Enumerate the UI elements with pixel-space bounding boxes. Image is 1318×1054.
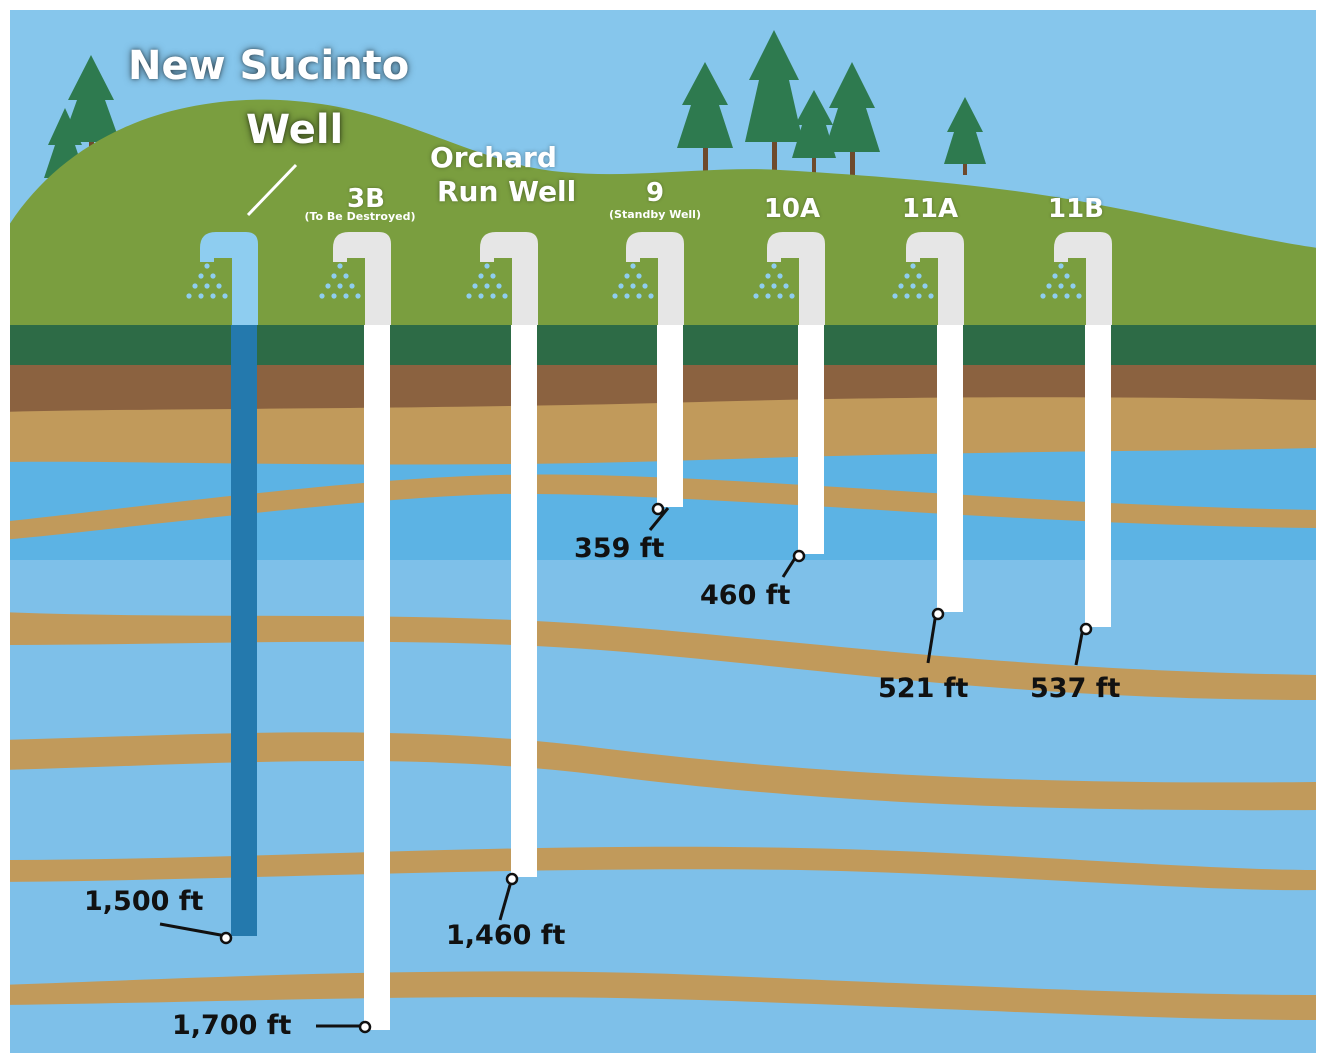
- depth-marker: [651, 502, 665, 516]
- water-spray: [186, 263, 228, 299]
- depth-label-10a: 460 ft: [700, 580, 791, 611]
- well-orchard-run: [466, 232, 538, 877]
- water-spray: [892, 263, 934, 299]
- well-9: [612, 232, 684, 507]
- well-10a: [753, 232, 825, 554]
- depth-marker: [358, 1020, 372, 1034]
- well-head: [333, 232, 391, 325]
- well-shaft: [364, 325, 390, 1030]
- well-shaft: [798, 325, 824, 554]
- depth-label-9: 359 ft: [574, 533, 665, 564]
- depth-label-11b: 537 ft: [1030, 673, 1121, 704]
- well-3b-name: 3B: [347, 184, 385, 214]
- well-9-note: (Standby Well): [609, 208, 701, 221]
- depth-marker: [505, 872, 519, 886]
- depth-label-3b: 1,700 ft: [172, 1010, 292, 1041]
- depth-markers: [219, 502, 1093, 1034]
- new-sucinto-title-line1: New Sucinto: [128, 43, 410, 89]
- water-spray: [466, 263, 508, 299]
- water-spray: [753, 263, 795, 299]
- sediment-bands: [10, 474, 1316, 1020]
- well-head: [767, 232, 825, 325]
- well-shaft: [657, 325, 683, 507]
- well-head: [480, 232, 538, 325]
- well-head: [626, 232, 684, 325]
- depth-leaders: [159, 163, 1085, 1028]
- well-11b-name: 11B: [1048, 194, 1104, 224]
- well-shaft: [937, 325, 963, 612]
- well-head: [200, 232, 258, 325]
- well-3b-note: (To Be Destroyed): [304, 210, 416, 223]
- depth-label-new-sucinto: 1,500 ft: [84, 886, 204, 917]
- water-spray: [1040, 263, 1082, 299]
- orchard-run-label-line1: Orchard: [430, 141, 557, 174]
- well-new-sucinto: [186, 232, 258, 936]
- depth-label-orchard-run: 1,460 ft: [446, 920, 566, 951]
- well-head: [906, 232, 964, 325]
- well-shaft: [511, 325, 537, 877]
- depth-marker: [792, 549, 806, 563]
- depth-marker: [1079, 622, 1093, 636]
- depth-label-11a: 521 ft: [878, 673, 969, 704]
- well-head: [1054, 232, 1112, 325]
- new-sucinto-title-line2: Well: [246, 107, 344, 153]
- well-11a-name: 11A: [901, 194, 959, 224]
- well-10a-name: 10A: [763, 194, 821, 224]
- well-shaft: [231, 325, 257, 936]
- orchard-run-label-line2: Run Well: [437, 175, 577, 208]
- wells: [186, 232, 1112, 1030]
- well-11b: [1040, 232, 1112, 627]
- tree-group-right: [677, 30, 986, 175]
- well-11a: [892, 232, 964, 612]
- depth-marker: [219, 931, 233, 945]
- well-3b: [319, 232, 391, 1030]
- water-spray: [612, 263, 654, 299]
- well-shaft: [1085, 325, 1111, 627]
- water-spray: [319, 263, 361, 299]
- depth-marker: [931, 607, 945, 621]
- well-9-name: 9: [645, 178, 665, 208]
